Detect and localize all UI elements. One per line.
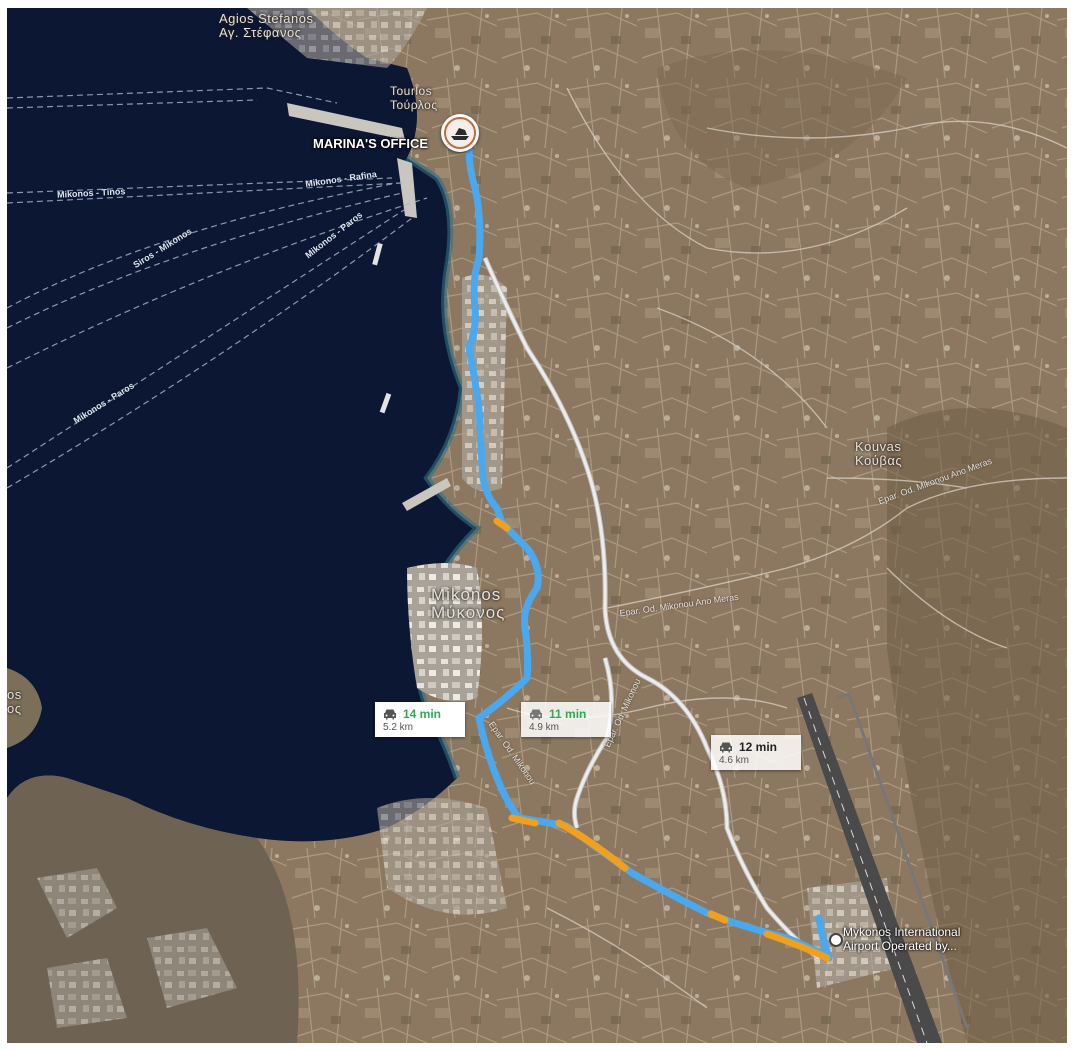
route-card-1-time: 14 min (403, 707, 442, 721)
place-kouvas-greek: Κούβας (855, 453, 903, 468)
route-card-3[interactable]: 12 min 4.6 km (711, 735, 801, 770)
place-tourlos-greek: Τούρλος (390, 98, 438, 112)
satellite-map[interactable]: Agios Stefanos Αγ. Στέφανος Tourlos Τούρ… (7, 8, 1067, 1043)
place-kouvas: Kouvas Κούβας (855, 440, 902, 468)
place-tourlos-latin: Tourlos (390, 84, 433, 98)
origin-pin-icon[interactable] (441, 114, 479, 152)
route-card-1-header: 14 min (383, 707, 457, 721)
origin-label: MARINA'S OFFICE (313, 136, 429, 151)
route-card-2-time: 11 min (549, 707, 587, 721)
place-agios-stefanos-latin: Agios Stefanos (219, 11, 314, 26)
car-icon (720, 742, 732, 753)
place-kouvas-latin: Kouvas (855, 439, 902, 454)
map-terrain (7, 8, 1067, 1043)
place-agios-stefanos: Agios Stefanos Αγ. Στέφανος (219, 12, 313, 40)
destination-dot-icon[interactable] (829, 933, 843, 947)
route-card-3-time: 12 min (739, 740, 778, 754)
route-card-1[interactable]: 14 min 5.2 km (375, 702, 465, 737)
place-west-edge: os ος (7, 688, 22, 716)
place-mikonos-greek: Μύκονος (431, 603, 506, 622)
destination-label: Mykonos International Airport Operated b… (843, 925, 960, 953)
car-icon (384, 709, 396, 720)
destination-label-line1: Mykonos International (843, 925, 961, 939)
route-card-2-header: 11 min (529, 707, 603, 721)
car-icon (530, 709, 542, 720)
place-west-edge-greek: ος (7, 701, 22, 716)
boat-icon (444, 117, 476, 149)
route-card-2[interactable]: 11 min 4.9 km (521, 702, 611, 737)
place-mikonos-latin: Mikonos (431, 585, 502, 604)
route-card-2-distance: 4.9 km (529, 722, 560, 733)
destination-label-line2: Airport Operated by... (843, 939, 957, 953)
route-card-1-distance: 5.2 km (383, 722, 414, 733)
place-agios-stefanos-greek: Αγ. Στέφανος (219, 25, 302, 40)
place-tourlos: Tourlos Τούρλος (390, 84, 438, 112)
place-mikonos: Mikonos Μύκονος (431, 586, 505, 622)
place-west-edge-latin: os (7, 687, 22, 702)
route-card-3-header: 12 min (719, 740, 793, 754)
route-card-3-distance: 4.6 km (719, 755, 750, 766)
